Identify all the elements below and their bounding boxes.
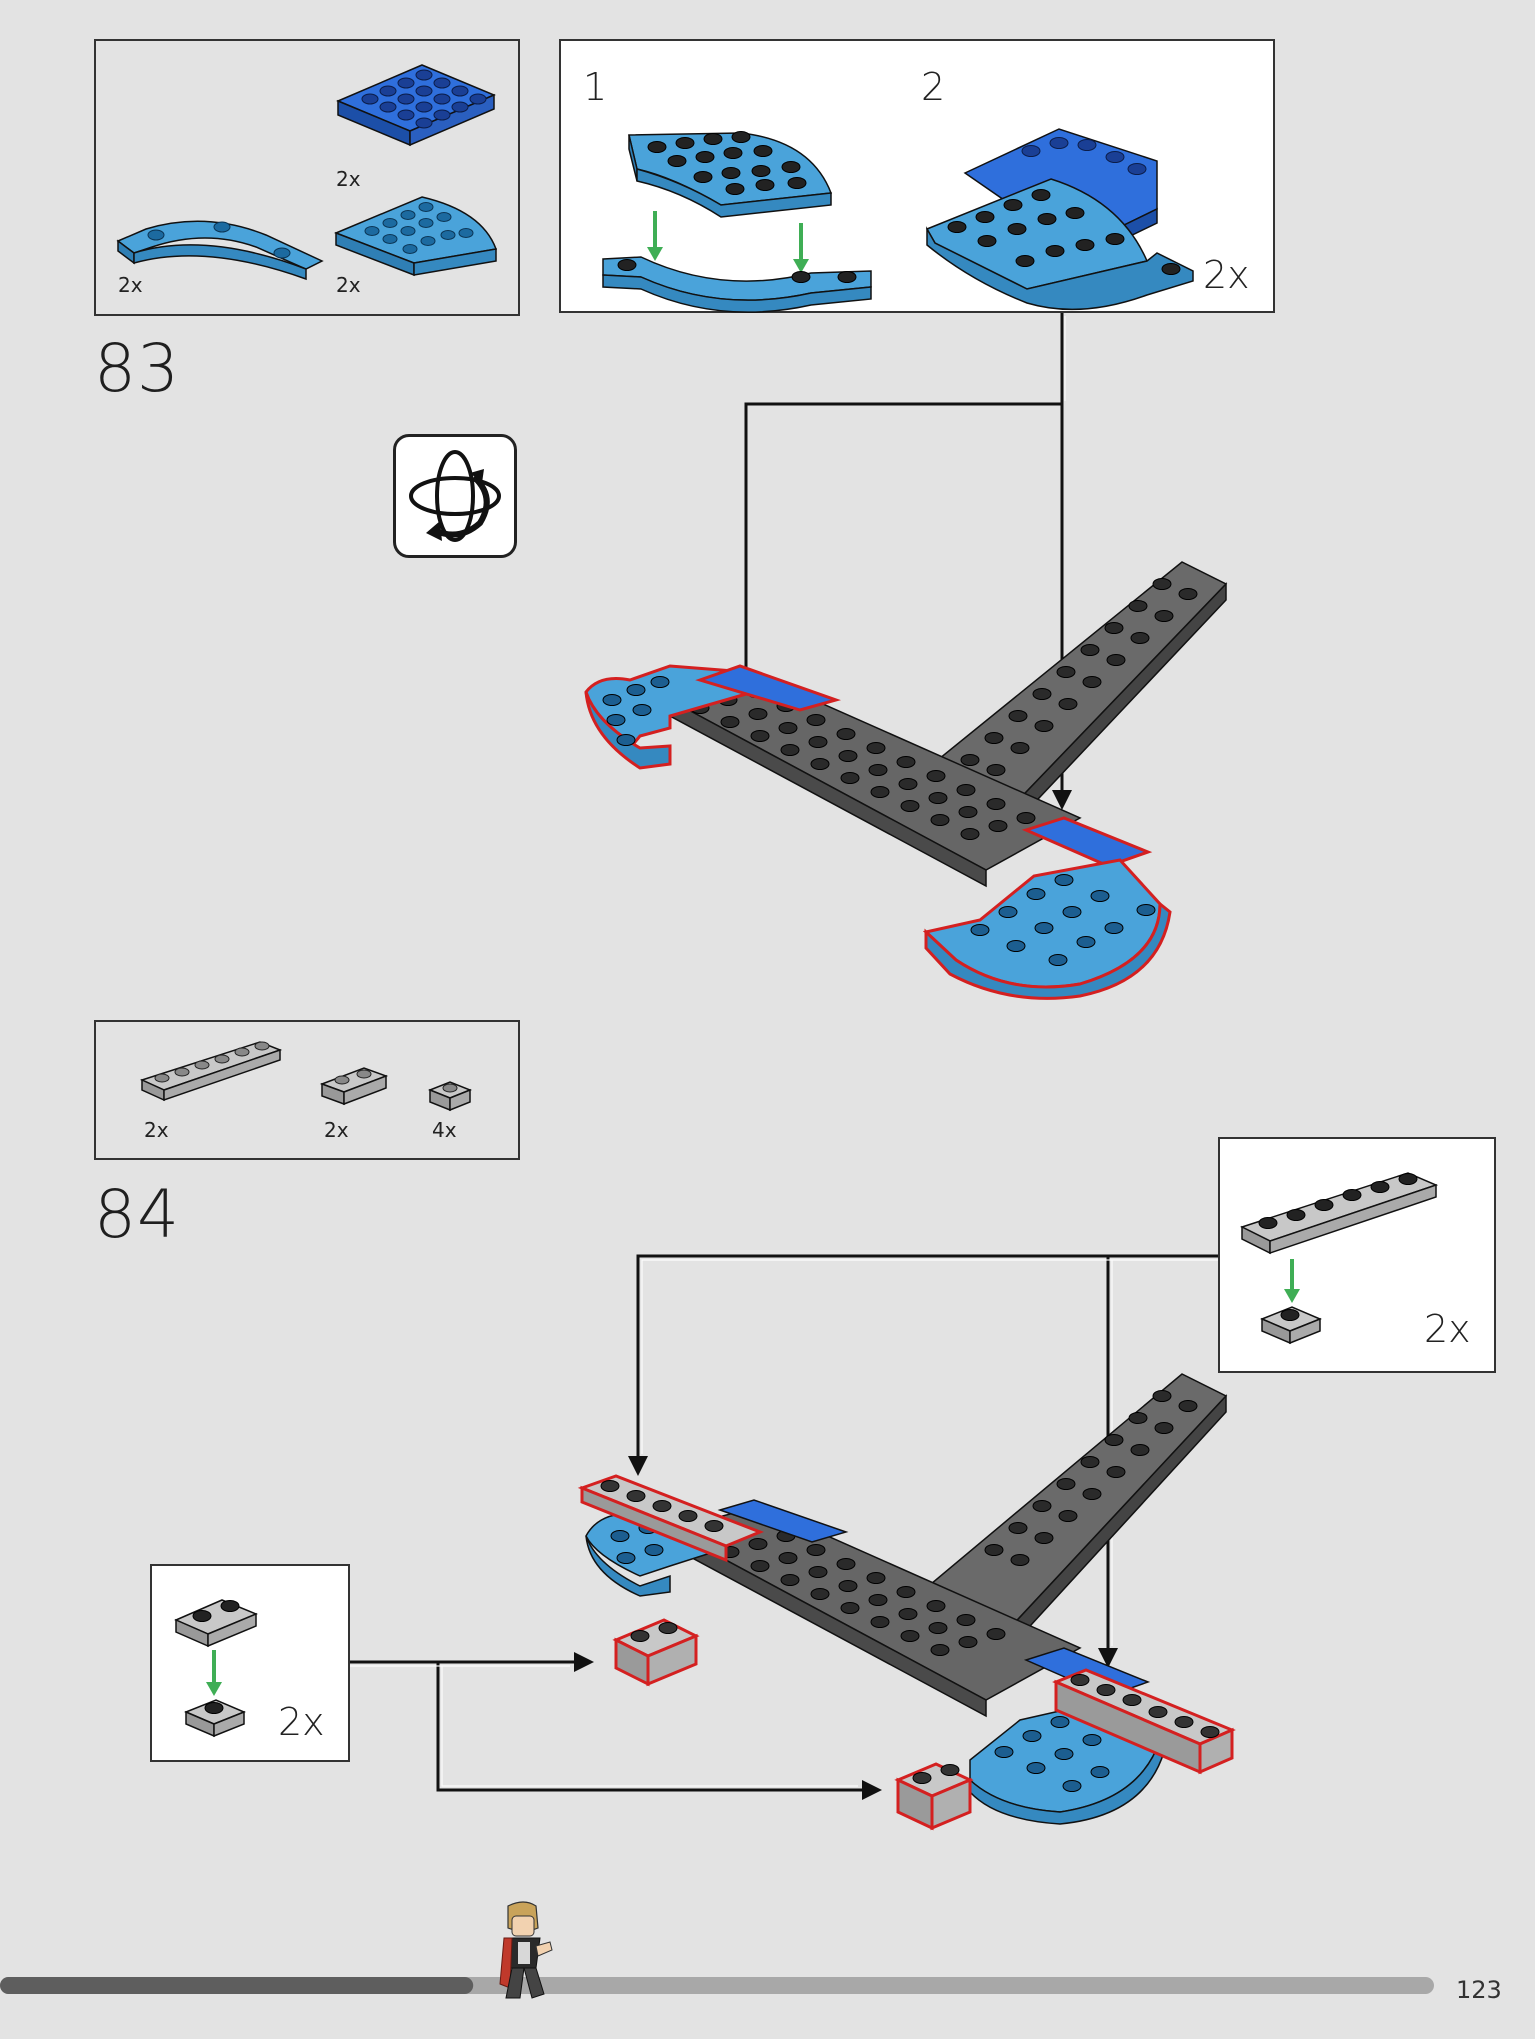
part-light-grey-plate-1x2	[319, 1067, 389, 1106]
part-qty: 2x	[336, 273, 361, 297]
part-blue-plate-4x4	[336, 64, 496, 147]
part-light-grey-plate-1x6	[139, 1041, 283, 1102]
substep-2-illustration	[925, 128, 1194, 311]
parts-list-84: 2x 2x 4x	[94, 1020, 520, 1160]
progress-bar	[0, 1977, 1434, 1994]
substep-number: 2	[921, 65, 946, 109]
callout-qty: 2x	[1424, 1307, 1471, 1351]
part-qty: 2x	[336, 167, 361, 191]
parts-list-83: 2x 2x 2x	[94, 39, 520, 316]
part-qty: 2x	[144, 1118, 169, 1142]
model-step-84	[577, 1373, 1236, 1831]
page-number: 123	[1456, 1976, 1502, 2004]
callout-illustration	[1240, 1172, 1439, 1345]
substep-number: 1	[583, 65, 608, 109]
subassembly-callout-84-right: 2x	[1218, 1137, 1496, 1373]
substep-1-illustration	[602, 131, 872, 313]
part-azure-quarter-plate	[333, 196, 498, 277]
callout-qty: 2x	[278, 1700, 325, 1744]
part-qty: 2x	[324, 1118, 349, 1142]
subassembly-callout-83: 1 2	[559, 39, 1275, 313]
part-qty: 2x	[118, 273, 143, 297]
subassembly-callout-84-left: 2x	[150, 1564, 350, 1762]
step-number: 83	[94, 330, 180, 407]
step-number: 84	[94, 1176, 180, 1253]
model-step-83	[584, 561, 1228, 1000]
rotate-model-icon	[393, 434, 517, 558]
part-light-grey-plate-1x1	[427, 1081, 473, 1112]
part-qty: 4x	[432, 1118, 457, 1142]
subassembly-qty: 2x	[1203, 253, 1250, 297]
minifigure-icon	[499, 1901, 553, 1999]
part-azure-curved-plate	[116, 220, 324, 281]
callout-illustration	[174, 1599, 258, 1738]
